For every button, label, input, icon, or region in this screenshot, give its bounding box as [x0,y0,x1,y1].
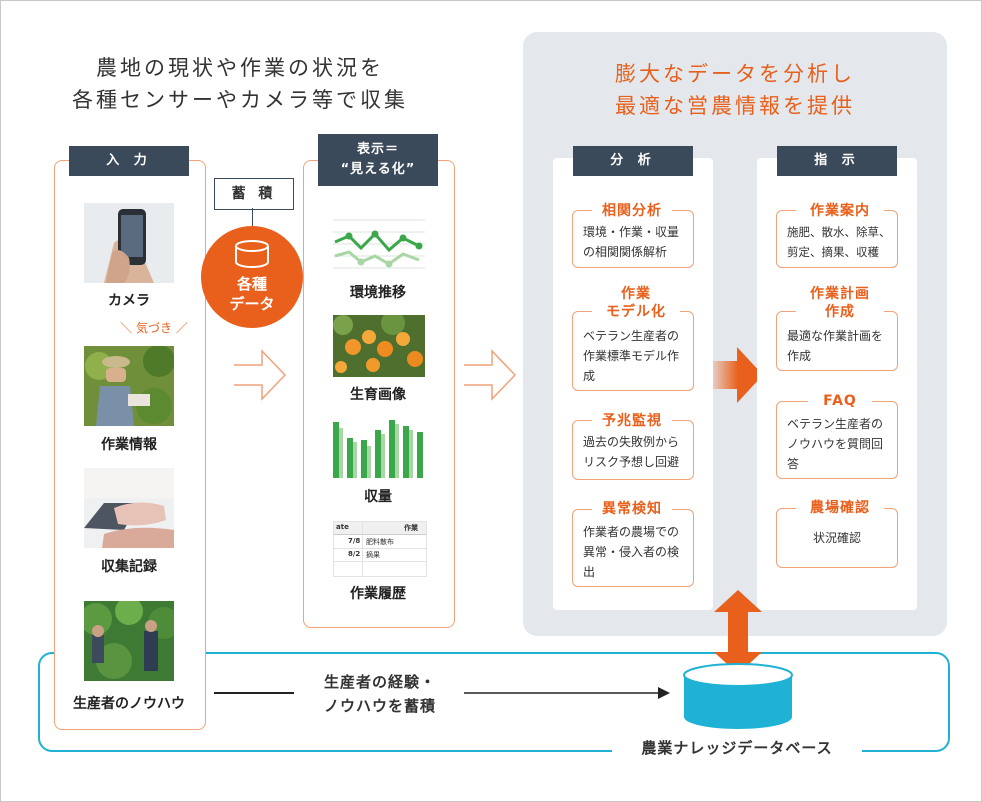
yield-label: 収量 [364,489,392,505]
instruction-item-title: FAQ [808,392,872,410]
kizuki-slash-right: ／ [172,321,188,335]
knowhow-flow-line2: ノウハウを蓄積 [323,697,436,715]
instruction-item-title: 農場確認 [796,499,884,517]
instruction-item [776,311,898,371]
camera-label: カメラ [108,293,150,309]
camera-photo [84,203,174,283]
analysis-item [572,420,694,480]
instruction-item-title: 作業案内 [796,202,884,220]
records-photo [84,468,174,548]
analysis-tag: 分 析 [573,146,693,176]
headline-right: 膨大なデータを分析し 最適な営農情報を提供 [523,58,947,122]
analysis-item [572,311,694,391]
work-history-table: ate 作業 7/8 肥料散布 8/2 摘果 [333,521,427,577]
table-row-date: 7/8 [348,537,361,545]
display-tag-line2: “見える化” [340,162,416,177]
data-circle-line2: データ [229,295,275,313]
database-icon [235,240,269,268]
knowledge-database-band [38,652,950,752]
knowhow-line-left [214,692,294,694]
knowhow-flow-line1: 生産者の経験・ [323,673,436,691]
analysis-item-body: 過去の失敗例からリスク予想し回避 [583,435,680,469]
analysis-item-title: 異常検知 [592,500,672,518]
knowhow-line-right [464,687,670,699]
table-row: 7/8 肥料散布 [334,536,426,549]
flow-arrow-2 [464,349,517,401]
analysis-item-title-line1: 作業 [621,286,651,302]
table-header-date: ate [336,523,349,531]
headline-left: 農地の現状や作業の状況を 各種センサーやカメラ等で収集 [40,52,440,116]
table-header-work: 作業 [404,524,418,532]
table-row-work: 肥料散布 [366,538,394,546]
kizuki-label: 気づき [135,321,172,335]
instruction-item-body: 状況確認 [812,531,861,545]
double-arrow-vertical [714,590,762,674]
instruction-item-title: 作業計画 作成 [796,285,884,321]
database-label: 農業ナレッジデータベース [612,737,862,759]
instruction-item-body: ベテラン生産者のノウハウを質問回答 [787,417,884,471]
analysis-item-title: 相関分析 [592,202,672,220]
work-history-label: 作業履歴 [350,586,406,602]
knowhow-photo [80,597,180,681]
accumulate-connector [252,208,253,228]
accumulate-tag: 蓄 積 [214,178,294,210]
data-circle-line1: 各種 [236,275,267,293]
display-tag: 表示＝ “見える化” [318,134,438,186]
input-tag: 入 力 [69,146,189,176]
display-tag-line1: 表示＝ [356,142,399,157]
instruction-item-title-line2: 作成 [825,304,855,320]
environment-chart-icon [333,219,425,269]
headline-left-line2: 各種センサーやカメラ等で収集 [72,88,408,112]
instruction-tag: 指 示 [777,146,897,176]
work-info-photo [84,345,175,426]
growth-label: 生育画像 [350,387,406,403]
analysis-item-body: 作業者の農場での異常・侵入者の検出 [583,525,680,579]
kizuki-slash-left: ＼ [120,321,136,335]
flow-arrow-1 [234,349,287,401]
environment-label: 環境推移 [350,285,406,301]
growth-photo [333,311,425,377]
knowhow-flow-text: 生産者の経験・ ノウハウを蓄積 [295,670,465,718]
analysis-item-body: ベテラン生産者の作業標準モデル作成 [583,329,680,383]
instruction-item-body: 施肥、散水、除草、剪定、摘果、収穫 [787,225,891,259]
analysis-item-title: 作業 モデル化 [592,285,680,321]
headline-right-line2: 最適な営農情報を提供 [615,94,855,118]
table-row-work: 摘果 [366,551,380,559]
data-circle-label: 各種 データ [201,274,303,314]
kizuki-note: ＼ 気づき ／ [114,319,194,336]
table-header: ate 作業 [334,522,426,535]
records-label: 収集記録 [101,559,157,575]
instruction-item-title-line1: 作業計画 [810,286,870,302]
solid-arrow-right [713,347,763,403]
work-info-label: 作業情報 [101,437,157,453]
headline-right-line1: 膨大なデータを分析し [615,62,855,86]
data-circle: 各種 データ [201,226,303,328]
yield-chart-icon [333,420,423,478]
analysis-item-body: 環境・作業・収量の相関関係解析 [583,225,680,259]
table-row-date: 8/2 [348,550,361,558]
analysis-item-title-line2: モデル化 [606,304,666,320]
table-row: 8/2 摘果 [334,549,426,562]
analysis-item [572,509,694,587]
knowhow-label: 生産者のノウハウ [73,696,185,712]
database-cylinder-icon [683,663,793,729]
headline-left-line1: 農地の現状や作業の状況を [96,56,384,80]
table-divider [362,522,363,576]
analysis-item-title: 予兆監視 [592,412,672,430]
instruction-item-body: 最適な作業計画を作成 [787,329,884,363]
